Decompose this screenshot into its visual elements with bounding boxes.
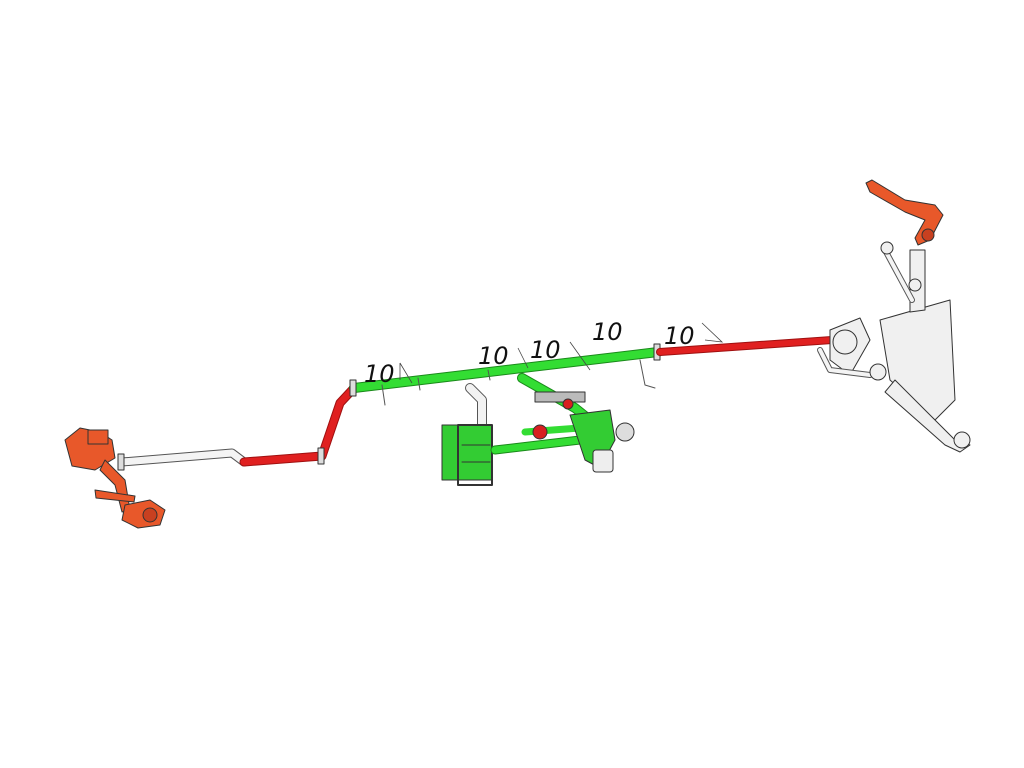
orange-monitor-arm xyxy=(865,179,944,246)
left-orange-equipment xyxy=(64,427,166,529)
annotation-label: 10 xyxy=(664,322,695,350)
right-valve-station xyxy=(817,241,971,453)
annotation-label: 10 xyxy=(592,318,623,346)
pump-skid xyxy=(441,373,635,486)
weld-annotations xyxy=(399,322,724,384)
annotation-label: 10 xyxy=(364,360,395,388)
red-pipe-left xyxy=(239,383,359,467)
annotation-label: 10 xyxy=(478,342,509,370)
annotation-label: 10 xyxy=(530,336,561,364)
